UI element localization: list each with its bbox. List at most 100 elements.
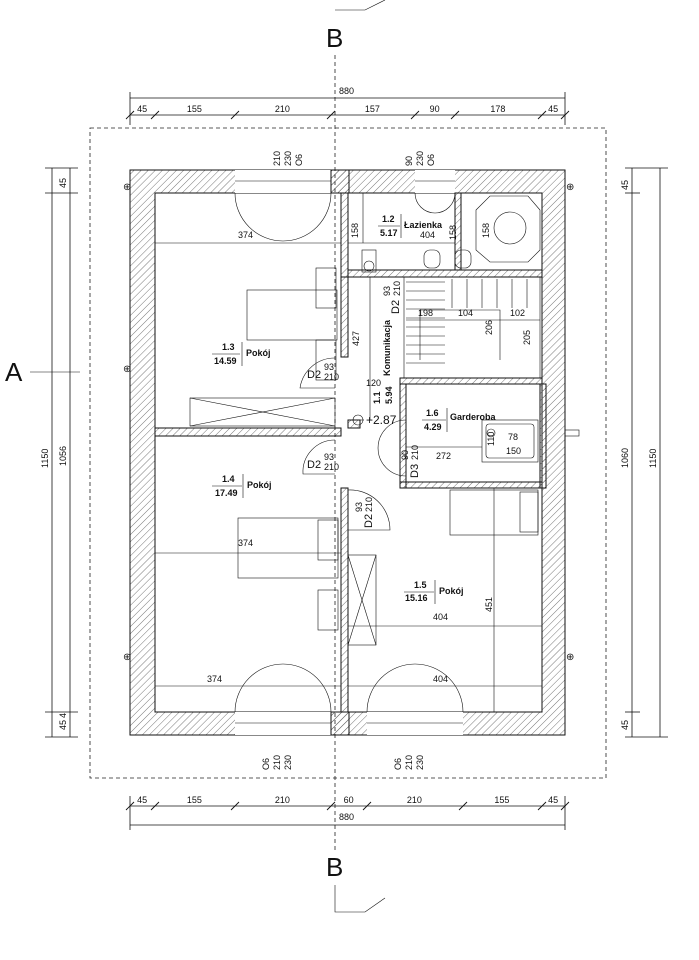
dim-top-tick — [125, 110, 135, 120]
svg-text:Komunikacja: Komunikacja — [382, 319, 392, 376]
dim-bottom-tick — [560, 801, 570, 811]
dim-right-small-bottom: 45 — [620, 720, 630, 730]
svg-text:90: 90 — [404, 156, 414, 166]
dimension-right: 1060 1150 45 45 — [620, 167, 668, 738]
svg-text:+2.87: +2.87 — [366, 413, 397, 427]
room-label-1-5: 1.5 15.16 Pokój — [404, 580, 464, 604]
section-marker-left: A — [5, 357, 23, 387]
svg-text:5.17: 5.17 — [380, 228, 398, 238]
dimension-left: 1150 1056 45 45 4 — [40, 167, 78, 738]
room-label-1-4: 1.4 17.49 Pokój — [212, 474, 272, 498]
door-label-3: D2 93 210 — [354, 497, 375, 528]
svg-text:120: 120 — [366, 378, 381, 388]
svg-text:210: 210 — [324, 462, 339, 472]
outer-walls — [129, 169, 566, 736]
section-marker-top: B — [326, 23, 343, 53]
staircase — [403, 276, 541, 379]
interior-walls — [154, 192, 547, 713]
svg-text:⊕: ⊕ — [566, 652, 574, 663]
dim-top-tick — [410, 110, 420, 120]
svg-text:198: 198 — [418, 308, 433, 318]
dim-bottom-tick — [537, 801, 547, 811]
svg-text:Pokój: Pokój — [246, 348, 271, 358]
svg-text:Pokój: Pokój — [247, 480, 272, 490]
svg-text:374: 374 — [238, 538, 253, 548]
dim-bottom-tick — [230, 801, 240, 811]
svg-text:158: 158 — [448, 225, 458, 240]
svg-text:5.94: 5.94 — [384, 386, 394, 404]
svg-text:D2: D2 — [390, 300, 402, 314]
corner-markers: ⊕ ⊕ ⊕ ⊕ ⊕ — [123, 182, 574, 663]
dim-bottom-total: 880 — [339, 812, 354, 822]
svg-text:78: 78 — [508, 432, 518, 442]
section-marker-bottom: B — [326, 852, 343, 882]
svg-text:404: 404 — [420, 230, 435, 240]
svg-text:210: 210 — [272, 151, 282, 166]
dim-bottom-segment-label: 210 — [275, 795, 290, 805]
svg-text:D3: D3 — [409, 464, 421, 478]
svg-text:D2: D2 — [307, 369, 321, 381]
room-label-1-6: 1.6 4.29 Garderoba — [422, 408, 497, 432]
svg-text:93: 93 — [382, 286, 392, 296]
svg-text:Pokój: Pokój — [439, 586, 464, 596]
svg-text:205: 205 — [522, 330, 532, 345]
dim-top-segment-label: 178 — [490, 104, 505, 114]
section-arrow-bottom — [334, 885, 386, 913]
svg-text:⊕: ⊕ — [123, 652, 131, 663]
room-label-1-1: 1.1 5.94 Komunikacja — [372, 319, 394, 404]
window-label-3: 210 230 O6 — [261, 755, 293, 770]
dim-top-segment-label: 157 — [365, 104, 380, 114]
svg-text:93: 93 — [354, 502, 364, 512]
svg-text:210: 210 — [364, 497, 374, 512]
dim-top-tick — [230, 110, 240, 120]
dim-bottom-segment-label: 60 — [344, 795, 354, 805]
dim-left-total: 1150 — [40, 449, 50, 468]
room-label-1-3: 1.3 14.59 Pokój — [212, 342, 271, 366]
dim-top-tick — [150, 110, 160, 120]
dim-bottom-segment-label: 45 — [137, 795, 147, 805]
dim-bottom-tick — [458, 801, 468, 811]
dim-right-inner: 1060 — [620, 448, 630, 468]
svg-text:230: 230 — [415, 755, 425, 770]
svg-text:15.16: 15.16 — [405, 593, 428, 603]
svg-text:1.4: 1.4 — [222, 474, 235, 484]
svg-text:158: 158 — [481, 223, 491, 238]
dim-top-segment-label: 45 — [548, 104, 558, 114]
dim-bottom-segment-label: 155 — [187, 795, 202, 805]
svg-text:404: 404 — [433, 612, 448, 622]
level-mark: +2.87 — [352, 413, 397, 427]
svg-text:451: 451 — [484, 597, 494, 612]
svg-text:230: 230 — [415, 151, 425, 166]
dim-bottom-segment-label: 210 — [407, 795, 422, 805]
svg-text:⊕: ⊕ — [123, 364, 131, 375]
dim-top-tick — [326, 110, 336, 120]
window-label-2: 90 230 O6 — [404, 151, 436, 166]
svg-text:210: 210 — [392, 281, 402, 296]
dim-bottom-tick — [326, 801, 336, 811]
svg-text:150: 150 — [506, 446, 521, 456]
door-swings — [234, 192, 464, 713]
svg-text:D2: D2 — [307, 459, 321, 471]
window-label-4: 210 230 O6 — [393, 755, 425, 770]
dim-bottom-tick — [362, 801, 372, 811]
svg-text:272: 272 — [436, 451, 451, 461]
inner-dimensions: 374 374 374 404 404 404 158 158 158 198 … — [207, 223, 532, 684]
dim-top-segment-label: 155 — [187, 104, 202, 114]
dim-top-tick — [450, 110, 460, 120]
svg-text:⊕: ⊕ — [566, 182, 574, 193]
svg-text:158: 158 — [350, 223, 360, 238]
furniture — [189, 195, 580, 646]
dim-top-segment-label: 45 — [137, 104, 147, 114]
svg-text:D2: D2 — [363, 514, 375, 528]
svg-text:102: 102 — [510, 308, 525, 318]
dim-right-total: 1150 — [648, 449, 658, 468]
dim-top-segment-label: 90 — [430, 104, 440, 114]
svg-text:O6: O6 — [393, 758, 403, 770]
svg-text:4.29: 4.29 — [424, 422, 442, 432]
roof-outline — [89, 127, 607, 779]
dim-left-small-top: 45 — [58, 178, 68, 188]
dim-bottom-segment-label: 155 — [494, 795, 509, 805]
svg-text:427: 427 — [351, 331, 361, 346]
svg-text:206: 206 — [484, 320, 494, 335]
